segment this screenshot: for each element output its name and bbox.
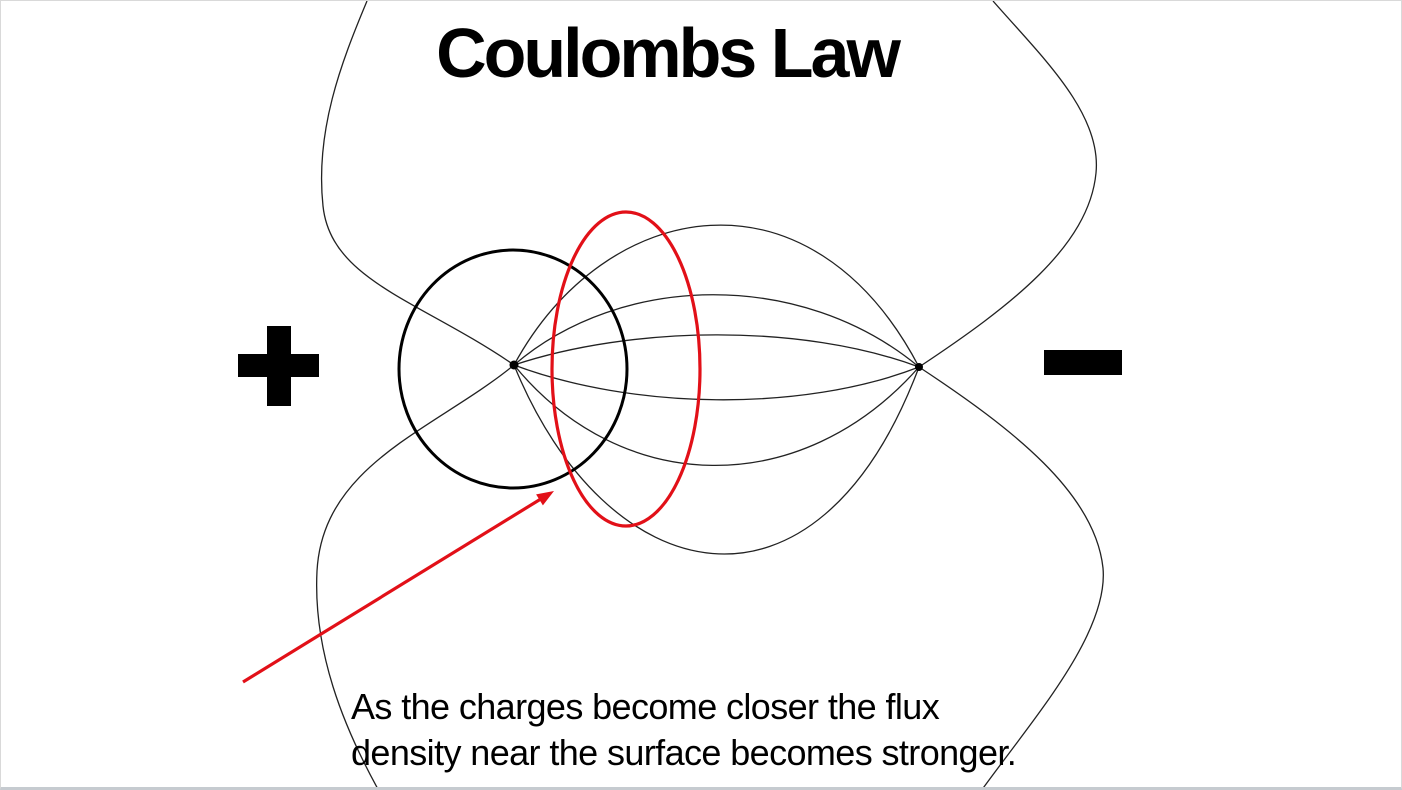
annotation-arrowhead-icon xyxy=(536,491,554,506)
field-lines-inner xyxy=(513,224,920,555)
field-lines-outer xyxy=(315,1,1104,787)
caption-line-2: density near the surface becomes stronge… xyxy=(351,732,1017,773)
field-line-left-top-loop xyxy=(320,1,515,366)
field-line-left-bottom-loop xyxy=(315,364,515,787)
field-line-lower-2 xyxy=(513,364,920,466)
field-line-right-top-loop xyxy=(918,1,1097,368)
flux-surface-ellipse xyxy=(550,210,702,528)
field-line-lower-3 xyxy=(513,364,920,401)
field-line-upper-3 xyxy=(513,334,920,368)
caption-line-1: As the charges become closer the flux xyxy=(351,686,940,727)
caption: As the charges become closer the flux de… xyxy=(351,684,1017,776)
field-line-top-arch xyxy=(513,224,920,368)
slide-title: Coulombs Law xyxy=(436,14,901,92)
minus-charge-icon xyxy=(1044,350,1122,375)
negative-charge-dot xyxy=(915,363,923,371)
annotation-arrow xyxy=(242,491,554,684)
field-line-upper-2 xyxy=(513,294,920,368)
field-line-right-bottom-loop xyxy=(918,366,1104,787)
plus-charge-icon xyxy=(238,326,319,406)
positive-charge-dot xyxy=(509,360,519,370)
annotation-arrow-shaft xyxy=(242,495,545,684)
field-line-bottom-arch xyxy=(513,364,920,555)
gaussian-circle xyxy=(397,248,629,490)
